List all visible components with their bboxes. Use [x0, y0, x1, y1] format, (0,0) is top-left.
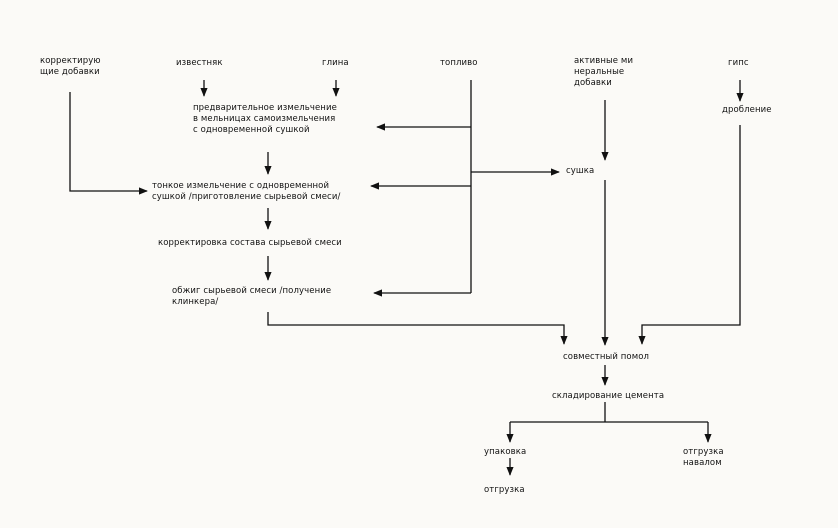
step-crushing: дробление [722, 105, 772, 115]
step-correction: корректировка состава сырьевой смеси [158, 238, 342, 248]
step-drying: сушка [566, 166, 595, 176]
step-bulk-shipping: отгрузка навалом [683, 447, 724, 468]
step-storage: складирование цемента [552, 391, 665, 401]
step-joint-milling: совместный помол [563, 352, 650, 362]
input-mineral-additives: активные ми неральные добавки [574, 56, 634, 88]
input-gypsum: гипс [728, 58, 749, 68]
step-shipping: отгрузка [484, 485, 525, 495]
input-limestone: известняк [176, 58, 223, 68]
arrow-additives-to-fine [69, 92, 148, 195]
input-clay: глина [322, 58, 349, 68]
arrow-clinker-to-milling [267, 312, 568, 345]
input-correcting-additives: корректирую щие добавки [40, 56, 101, 77]
step-packing: упаковка [484, 447, 527, 457]
arrow-crushing-to-milling [638, 125, 741, 345]
step-pre-grinding: предварительное измельчение в мельницах … [193, 103, 337, 135]
step-fine-grinding: тонкое измельчение с одновременной сушко… [152, 181, 341, 202]
input-fuel: топливо [440, 58, 478, 68]
step-firing: обжиг сырьевой смеси /получение клинкера… [172, 286, 332, 307]
